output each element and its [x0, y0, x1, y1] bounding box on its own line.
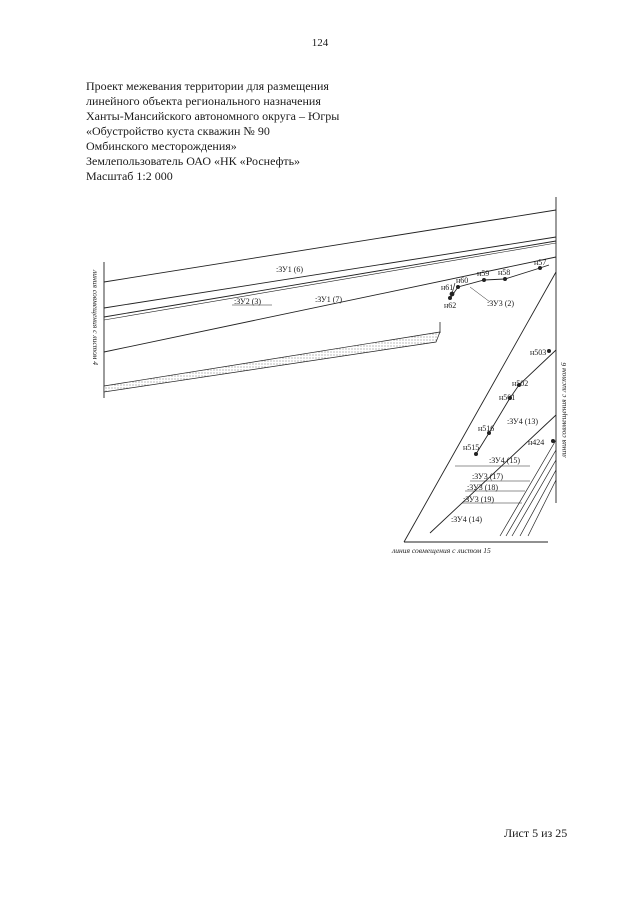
diagonal-boundary: [403, 271, 557, 543]
parcel-label: :ЗУ1 (7): [315, 295, 342, 304]
leader-line: [469, 286, 491, 303]
boundary-point-marker: [547, 349, 551, 353]
header-line: Ханты-Мансийского автономного округа – Ю…: [86, 109, 340, 123]
point-label: н516: [478, 424, 494, 433]
parcel-label: :ЗУ3 (19): [463, 495, 494, 504]
diagonal-boundary: [527, 479, 557, 537]
point-label: н515: [463, 443, 479, 452]
boundary-point-marker: [448, 296, 452, 300]
boundary-point-marker: [456, 285, 460, 289]
boundary-point-marker: [482, 278, 486, 282]
point-label: н57: [534, 258, 546, 267]
boundary-point-marker: [538, 266, 542, 270]
point-label: н424: [528, 438, 544, 447]
header-line: Омбинского месторождения»: [86, 139, 237, 153]
match-line-label-right: линия совмещения с листом 6: [559, 362, 568, 458]
point-label: н58: [498, 268, 510, 277]
header-line: линейного объекта регионального назначен…: [86, 94, 321, 108]
parcel-label: :ЗУ1 (6): [276, 265, 303, 274]
point-label: н502: [512, 379, 528, 388]
boundary-point-marker: [551, 439, 555, 443]
road-line: [103, 242, 557, 321]
road-line: [103, 256, 557, 353]
road-line: [103, 209, 557, 283]
parcel-label: :ЗУ4 (14): [451, 515, 482, 524]
match-line-label-left: линия совмещения с листом 4: [91, 269, 100, 365]
header-line: Землепользователь ОАО «НК «Роснефть»: [86, 154, 301, 168]
point-label: н60: [456, 276, 468, 285]
diagonal-boundary: [511, 459, 557, 537]
road-line: [103, 236, 557, 309]
parcel-label: :ЗУ4 (15): [489, 456, 520, 465]
boundary-point-marker: [508, 396, 512, 400]
parcel-label: :ЗУ2 (3): [234, 297, 261, 306]
point-label: н501: [499, 393, 515, 402]
point-label: н503: [530, 348, 546, 357]
diagonal-boundary: [519, 469, 557, 537]
parcel-label: :ЗУ4 (13): [507, 417, 538, 426]
scale-line: Масштаб 1:2 000: [86, 169, 173, 183]
parcel-label: :ЗУ3 (2): [487, 299, 514, 308]
point-label: н59: [477, 269, 489, 278]
match-line-label-bottom: линия совмещения с листом 15: [391, 546, 491, 555]
boundary-point-marker: [503, 277, 507, 281]
point-label: н62: [444, 301, 456, 310]
sheet-number: Лист 5 из 25: [504, 826, 568, 840]
document-header: Проект межевания территории для размещен…: [86, 79, 339, 184]
boundary-point-marker: [449, 291, 455, 297]
diagonal-boundary: [429, 414, 557, 534]
diagonal-boundary: [499, 439, 557, 537]
parcel-label: :ЗУ3 (18): [467, 483, 498, 492]
header-line: Проект межевания территории для размещен…: [86, 79, 329, 93]
boundary-point-marker: [517, 383, 521, 387]
hatched-strip: [103, 331, 441, 393]
parcel-label: :ЗУ3 (17): [472, 472, 503, 481]
boundary-point-marker: [487, 431, 491, 435]
road-line: [103, 240, 557, 318]
header-line: «Обустройство куста скважин № 90: [86, 124, 270, 138]
page-number: 124: [311, 37, 329, 49]
boundary-point-marker: [474, 452, 478, 456]
point-label: н61: [441, 283, 453, 292]
diagonal-boundary: [505, 449, 557, 537]
